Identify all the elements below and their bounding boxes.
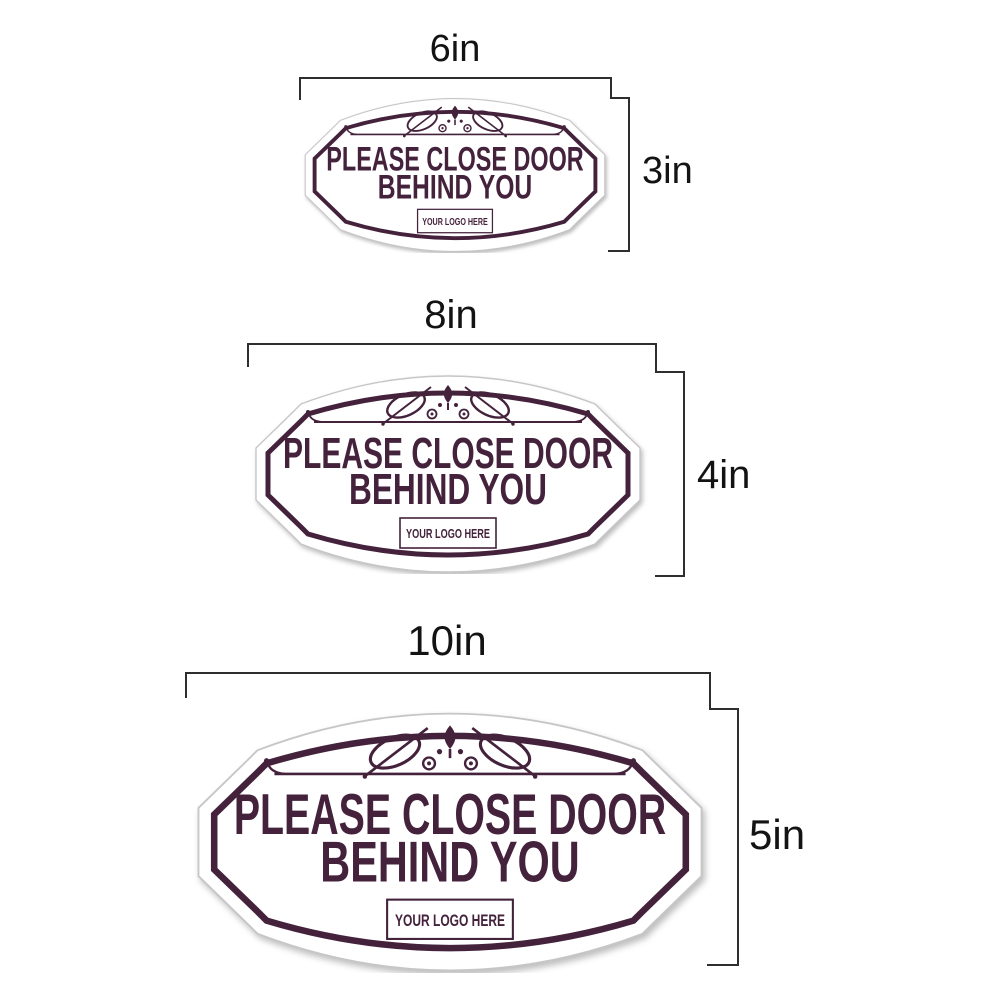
plaque-outline [197, 712, 703, 972]
dimension-step-connector [709, 708, 739, 710]
plaque-outline [304, 98, 606, 252]
width-label: 8in [424, 293, 478, 337]
logo-placeholder-text: YOUR LOGO HERE [406, 526, 490, 541]
ornament-flourish-icon [344, 105, 566, 138]
logo-placeholder-text: YOUR LOGO HERE [395, 911, 505, 930]
door-sign-plaque: PLEASE CLOSE DOOR BEHIND YOU YOUR LOGO H… [304, 98, 606, 252]
ornament-flourish-icon [263, 725, 637, 779]
height-label: 3in [642, 150, 693, 192]
width-dimension-left-tick [185, 672, 187, 698]
logo-placeholder-box [416, 208, 494, 234]
width-dimension-line [299, 77, 612, 79]
height-dimension-bottom-tick [655, 575, 685, 577]
dimension-step-connector [610, 97, 630, 99]
height-dimension-line [737, 708, 739, 966]
width-dimension-line [247, 343, 657, 345]
sign-title-line2: BEHIND YOU [320, 830, 579, 894]
sign-title-line2: BEHIND YOU [349, 465, 547, 514]
height-label: 5in [749, 811, 806, 858]
height-label: 4in [697, 453, 751, 497]
width-dimension-left-tick [247, 343, 249, 367]
width-label: 6in [429, 28, 481, 70]
width-label: 10in [407, 617, 487, 664]
sign-title-line1: PLEASE CLOSE DOOR [326, 140, 584, 178]
height-dimension-line [628, 97, 630, 252]
ornament-flourish-icon [306, 385, 590, 426]
plaque-border [312, 109, 598, 241]
width-dimension-right-tick [655, 343, 657, 373]
door-sign-plaque: PLEASE CLOSE DOOR BEHIND YOU YOUR LOGO H… [197, 712, 703, 972]
sign-title-line1: PLEASE CLOSE DOOR [234, 783, 666, 847]
height-dimension-bottom-tick [608, 250, 630, 252]
door-sign-plaque: PLEASE CLOSE DOOR BEHIND YOU YOUR LOGO H… [255, 375, 641, 573]
width-dimension-right-tick [709, 672, 711, 710]
plaque-outline [255, 375, 641, 573]
sign-title-line2: BEHIND YOU [378, 168, 532, 206]
logo-placeholder-box [386, 898, 514, 940]
width-dimension-left-tick [299, 77, 301, 100]
height-dimension-bottom-tick [707, 964, 739, 966]
width-dimension-line [185, 672, 711, 674]
dimension-step-connector [655, 371, 685, 373]
width-dimension-right-tick [610, 77, 612, 99]
logo-placeholder-box [399, 517, 497, 549]
height-dimension-line [683, 371, 685, 577]
sign-title-line1: PLEASE CLOSE DOOR [283, 429, 613, 478]
logo-placeholder-text: YOUR LOGO HERE [422, 217, 488, 228]
